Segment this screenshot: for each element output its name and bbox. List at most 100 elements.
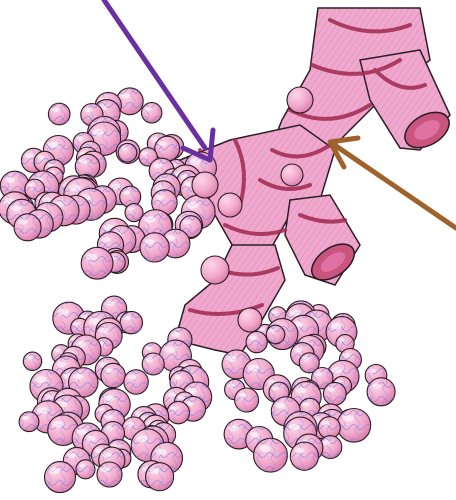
- alveolus-highlight: [49, 468, 60, 474]
- alveolus-highlight: [37, 407, 48, 413]
- alveolus-highlight: [79, 159, 88, 164]
- alveolus-highlight: [136, 436, 147, 443]
- alveolus-highlight: [167, 393, 176, 398]
- alveolus-highlight: [111, 183, 120, 188]
- alveolus-highlight: [18, 219, 27, 224]
- alveolus-highlight: [126, 422, 134, 427]
- capillary-net: [142, 353, 164, 375]
- alveolus-highlight: [342, 415, 354, 422]
- alveolus-highlight: [86, 436, 95, 441]
- alveolus-highlight: [339, 338, 345, 342]
- alveolus-highlight: [259, 328, 265, 332]
- capillary-net: [81, 247, 113, 279]
- alveolus-highlight: [249, 336, 256, 340]
- alveolus-highlight: [229, 425, 239, 431]
- alveolus-highlight: [128, 207, 134, 211]
- alveolus-highlight: [290, 310, 300, 316]
- capillary-net: [142, 103, 162, 123]
- alveolus-highlight: [164, 346, 175, 352]
- alveolus-highlight: [58, 309, 69, 315]
- alveolus-highlight: [276, 403, 286, 409]
- alveolus-highlight: [5, 177, 15, 183]
- capillary-net: [14, 214, 41, 241]
- alveolus-highlight: [84, 108, 92, 112]
- capillary-net: [140, 233, 169, 262]
- alveolus-highlight: [183, 220, 191, 224]
- alveolus-highlight: [296, 388, 306, 394]
- alveolus-highlight: [121, 147, 128, 151]
- alveolus-highlight: [57, 362, 67, 368]
- alveolus-highlight: [238, 393, 246, 398]
- capillary-net: [155, 136, 180, 161]
- alveolus-highlight: [272, 386, 279, 390]
- alveolus-highlight: [156, 195, 165, 200]
- alveolus-highlight: [105, 414, 113, 419]
- alveolus-highlight: [22, 416, 29, 420]
- alveolus-highlight: [174, 375, 182, 380]
- alveolus-highlight: [327, 387, 335, 392]
- alveolus-highlight: [101, 237, 110, 242]
- alveolus-highlight: [171, 406, 179, 410]
- alveolus-highlight: [105, 426, 113, 431]
- alveolus-highlight: [86, 254, 97, 260]
- capillary-net: [167, 401, 189, 423]
- alveolus-highlight: [172, 332, 180, 337]
- alveolus-highlight: [145, 107, 152, 111]
- alveolus-highlight: [150, 468, 160, 474]
- alveolus-highlight: [145, 347, 152, 351]
- alveolus-highlight: [76, 137, 83, 141]
- alveolus-bud: [192, 172, 218, 198]
- alveolus-highlight: [189, 158, 200, 164]
- alveolus-highlight: [322, 440, 330, 445]
- alveolus-highlight: [302, 357, 309, 361]
- alveolus-highlight: [101, 467, 110, 472]
- alveolus-highlight: [45, 395, 53, 399]
- alveolus-highlight: [123, 190, 130, 194]
- alveolus-bud: [281, 164, 303, 186]
- alveolus-bud: [287, 87, 313, 113]
- capillary-net: [118, 143, 137, 162]
- capillary-net: [337, 409, 371, 443]
- alveolus-highlight: [92, 129, 104, 136]
- alveolus-highlight: [322, 421, 330, 425]
- capillary-net: [120, 311, 142, 333]
- alveolus-highlight: [104, 395, 115, 401]
- alveolus-highlight: [153, 163, 162, 168]
- alveolus-highlight: [144, 239, 154, 245]
- capillary-net: [101, 363, 125, 387]
- alveolus-highlight: [26, 356, 32, 360]
- alveolus-highlight: [269, 329, 276, 333]
- capillary-net: [323, 382, 346, 405]
- capillary-net: [266, 325, 285, 344]
- alveolus-highlight: [35, 376, 47, 383]
- alveolus-highlight: [28, 183, 35, 187]
- brown-arrow-shaft: [336, 146, 456, 228]
- alveolus-highlight: [178, 396, 185, 400]
- alveolus-highlight: [248, 365, 259, 371]
- capillary-net: [45, 462, 76, 493]
- alveolus-highlight: [228, 383, 235, 387]
- alveolus-highlight: [142, 151, 148, 155]
- alveolus-highlight: [73, 322, 79, 326]
- alveolus-bud: [201, 256, 229, 284]
- alveolus-highlight: [159, 141, 168, 146]
- alveolus-highlight: [371, 383, 381, 389]
- capillary-net: [19, 412, 39, 432]
- alveolus-highlight: [73, 374, 83, 380]
- alveolus-highlight: [25, 153, 33, 158]
- alveolus-bud: [218, 193, 242, 217]
- alveolus-highlight: [315, 372, 322, 376]
- alveolus-highlight: [76, 341, 86, 347]
- capillary-net: [124, 370, 148, 394]
- alveolus-highlight: [99, 328, 108, 333]
- capillary-net: [254, 438, 288, 472]
- alveolus-highlight: [67, 453, 76, 458]
- alveolus-bud: [238, 308, 262, 332]
- alveolus-highlight: [120, 93, 129, 98]
- alveolus-highlight: [128, 375, 137, 380]
- alveolus-highlight: [294, 347, 302, 352]
- alveolus-highlight: [303, 402, 310, 406]
- alveolus-highlight: [144, 216, 156, 223]
